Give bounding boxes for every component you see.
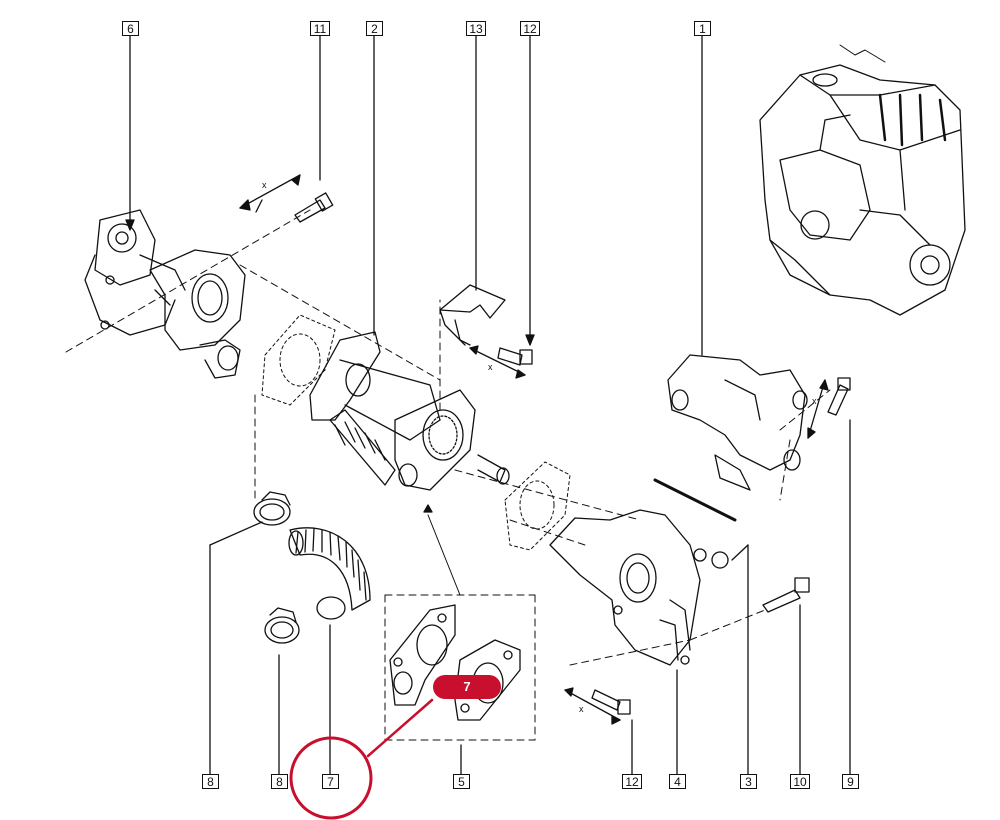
part-actuator-1 — [667, 354, 808, 491]
part-clamp-8-lower — [264, 607, 300, 644]
dimension-mark: x — [262, 180, 267, 190]
part-hose-7 — [288, 527, 371, 620]
part-gasket-middle — [504, 461, 571, 551]
callout-11: 11 — [310, 21, 330, 36]
callout-9: 9 — [842, 774, 859, 789]
part-bracket-13 — [439, 284, 506, 346]
callout-10: 10 — [790, 774, 810, 789]
callout-4: 4 — [669, 774, 686, 789]
highlight-badge: 7 — [433, 675, 501, 699]
callout-13: 13 — [466, 21, 486, 36]
callout-3: 3 — [740, 774, 757, 789]
part-egr-housing-4 — [549, 478, 737, 666]
part-bolt-12-lower — [564, 687, 631, 725]
callout-1: 1 — [694, 21, 711, 36]
callout-6: 6 — [122, 21, 139, 36]
callout-2: 2 — [366, 21, 383, 36]
callout-8-left: 8 — [202, 774, 219, 789]
callout-5: 5 — [453, 774, 470, 789]
part-gasket-set-5 — [389, 604, 521, 721]
engine-thumbnail — [759, 44, 966, 316]
callout-12-top: 12 — [520, 21, 540, 36]
dimension-mark: x — [488, 362, 493, 372]
highlight-marker — [289, 698, 434, 820]
part-bolt-11 — [239, 174, 334, 223]
callout-12-bottom: 12 — [622, 774, 642, 789]
part-clamp-8-upper — [253, 491, 291, 526]
part-gasket-upper — [261, 314, 336, 406]
part-bolt-12-upper — [469, 345, 533, 379]
part-egr-valve-6 — [84, 209, 246, 379]
part-bolt-9 — [807, 377, 851, 439]
part-egr-cooler-2 — [309, 331, 510, 491]
dimension-mark: x — [579, 704, 584, 714]
assembly-dashed-lines — [65, 209, 831, 741]
callout-8-right: 8 — [271, 774, 288, 789]
part-bolt-10 — [762, 577, 810, 613]
leader-lines — [125, 35, 851, 781]
callout-7: 7 — [322, 774, 339, 789]
dimension-mark: x — [812, 396, 817, 406]
